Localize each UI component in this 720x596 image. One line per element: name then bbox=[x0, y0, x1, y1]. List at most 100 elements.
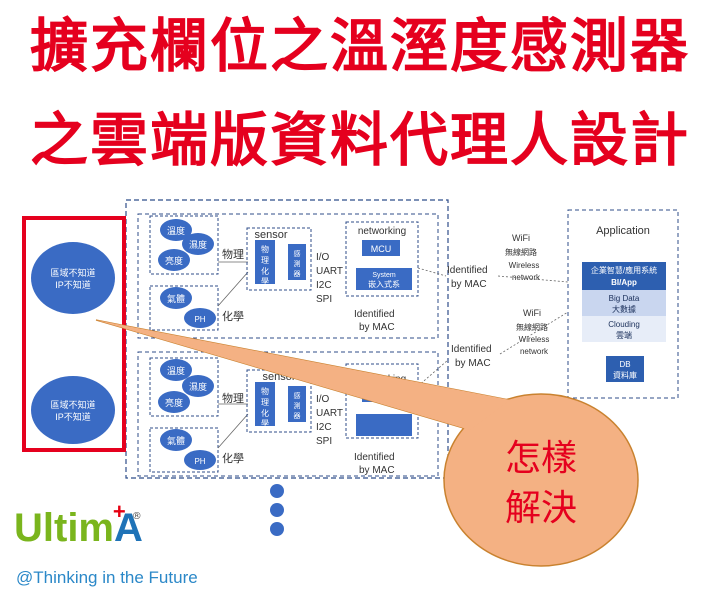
svg-text:學: 學 bbox=[261, 418, 269, 428]
svg-text:化學: 化學 bbox=[222, 451, 244, 465]
embedded-label: 嵌入式系 bbox=[368, 279, 400, 289]
svg-text:理: 理 bbox=[261, 398, 269, 407]
svg-text:企業智慧/應用系統: 企業智慧/應用系統 bbox=[591, 265, 657, 275]
sensor-label: sensor bbox=[254, 229, 287, 241]
chemistry-label: 化學 bbox=[222, 309, 244, 323]
svg-text:by MAC: by MAC bbox=[359, 465, 395, 476]
interface-spi: SPI bbox=[316, 294, 332, 305]
identified-mac-top: Identified bbox=[447, 265, 488, 276]
phys-chem-box bbox=[255, 240, 275, 284]
system-label: System bbox=[372, 272, 396, 279]
callout-line-2: 解決 bbox=[505, 488, 577, 529]
svg-text:物: 物 bbox=[261, 244, 269, 254]
system-box bbox=[356, 268, 412, 290]
svg-text:SPI: SPI bbox=[316, 436, 332, 447]
by-mac-label: by MAC bbox=[359, 322, 395, 333]
svg-text:無線網路: 無線網路 bbox=[505, 247, 537, 257]
svg-text:理: 理 bbox=[261, 256, 269, 265]
svg-text:學: 學 bbox=[261, 276, 269, 286]
svg-text:測: 測 bbox=[294, 259, 301, 268]
humidity-sensor bbox=[182, 233, 214, 255]
svg-text:測: 測 bbox=[294, 401, 301, 410]
networking-label: networking bbox=[358, 226, 406, 237]
application-title: Application bbox=[596, 225, 650, 237]
ph-sensor bbox=[184, 308, 216, 328]
gas-sensor bbox=[160, 287, 192, 309]
mcu-box bbox=[362, 240, 400, 256]
svg-text:I/O: I/O bbox=[316, 394, 330, 405]
humidity-label: 濕度 bbox=[189, 239, 207, 250]
svg-text:器: 器 bbox=[294, 412, 301, 420]
logo-registered: ® bbox=[131, 511, 142, 522]
logo-word-part1: Ultim bbox=[14, 506, 114, 550]
svg-text:濕度: 濕度 bbox=[189, 381, 207, 392]
svg-text:器: 器 bbox=[294, 270, 301, 278]
svg-text:氣體: 氣體 bbox=[167, 435, 185, 446]
logo-tagline: @Thinking in the Future bbox=[16, 568, 198, 587]
svg-text:IP不知道: IP不知道 bbox=[55, 279, 91, 290]
light-label: 亮度 bbox=[165, 255, 183, 266]
wifi-label-bottom: WiFi 無線網路 Wireless network bbox=[516, 308, 549, 356]
svg-text:UART: UART bbox=[316, 408, 343, 419]
svg-text:Wireless: Wireless bbox=[519, 335, 550, 344]
svg-text:by MAC: by MAC bbox=[455, 358, 491, 369]
svg-text:溫度: 溫度 bbox=[167, 365, 185, 376]
detector-box bbox=[288, 244, 306, 280]
more-units-dot-1 bbox=[270, 484, 284, 498]
svg-text:區域不知道: 區域不知道 bbox=[50, 267, 95, 278]
sensor-unit-2: 溫度 濕度 亮度 氣體 PH 物理 化學 sensor 物 理 化 學 感 測 … bbox=[137, 351, 439, 477]
more-units-dot-3 bbox=[270, 522, 284, 536]
title-line-1: 擴充欄位之溫溼度感測器 bbox=[29, 12, 690, 80]
logo-plus: + bbox=[112, 499, 126, 524]
svg-text:物理: 物理 bbox=[222, 391, 244, 405]
svg-text:化: 化 bbox=[261, 408, 269, 418]
svg-text:DB: DB bbox=[619, 360, 630, 369]
svg-text:區域不知道: 區域不知道 bbox=[50, 399, 95, 410]
svg-text:感: 感 bbox=[294, 249, 301, 258]
unknown-device-2 bbox=[31, 376, 115, 444]
interface-uart: UART bbox=[316, 266, 343, 277]
title-line-2: 之雲端版資料代理人設計 bbox=[29, 106, 690, 174]
interface-i2c: I2C bbox=[316, 280, 332, 291]
svg-text:BI/App: BI/App bbox=[611, 278, 637, 287]
identified-mac-bottom: Identified bbox=[451, 344, 492, 355]
svg-text:PH: PH bbox=[194, 457, 205, 466]
identified-label: Identified bbox=[354, 309, 395, 320]
temperature-label: 溫度 bbox=[167, 225, 185, 236]
svg-text:IP不知道: IP不知道 bbox=[55, 411, 91, 422]
mcu-label: MCU bbox=[371, 244, 392, 254]
unknown-device-1 bbox=[31, 242, 115, 314]
svg-text:WiFi: WiFi bbox=[512, 233, 530, 243]
unknown-devices-highlight bbox=[22, 216, 126, 452]
physics-label: 物理 bbox=[222, 247, 244, 261]
svg-text:Identified: Identified bbox=[354, 452, 395, 463]
svg-text:大數據: 大數據 bbox=[612, 304, 636, 314]
svg-text:物: 物 bbox=[261, 386, 269, 396]
svg-text:亮度: 亮度 bbox=[165, 397, 183, 408]
svg-text:network: network bbox=[512, 273, 541, 282]
svg-text:Big Data: Big Data bbox=[609, 294, 640, 303]
svg-text:無線網路: 無線網路 bbox=[516, 322, 548, 332]
svg-text:化: 化 bbox=[261, 266, 269, 276]
temperature-sensor bbox=[160, 219, 192, 241]
svg-text:感: 感 bbox=[294, 391, 301, 400]
sensor-unit-1: 溫度 濕度 亮度 氣體 PH 物理 化學 sensor 物 理 化 學 感 測 … bbox=[137, 213, 439, 339]
interface-io: I/O bbox=[316, 252, 330, 263]
application-box: Application 企業智慧/應用系統 BI/App Big Data 大數… bbox=[567, 209, 679, 399]
more-units-dot-2 bbox=[270, 503, 284, 517]
svg-text:I2C: I2C bbox=[316, 422, 332, 433]
svg-text:Wireless: Wireless bbox=[509, 261, 540, 270]
logo-word-part2: A bbox=[114, 506, 143, 550]
svg-text:by MAC: by MAC bbox=[451, 279, 487, 290]
ph-label: PH bbox=[194, 315, 205, 324]
wifi-label-top: WiFi 無線網路 Wireless network bbox=[505, 233, 541, 282]
svg-text:資料庫: 資料庫 bbox=[613, 370, 637, 380]
svg-text:network: network bbox=[520, 347, 549, 356]
gas-label: 氣體 bbox=[167, 293, 185, 304]
question-callout: 怎樣 解決 bbox=[95, 319, 639, 567]
callout-line-1: 怎樣 bbox=[505, 438, 577, 479]
light-sensor bbox=[158, 249, 190, 271]
svg-text:WiFi: WiFi bbox=[523, 308, 541, 318]
svg-text:Clouding: Clouding bbox=[608, 320, 640, 329]
